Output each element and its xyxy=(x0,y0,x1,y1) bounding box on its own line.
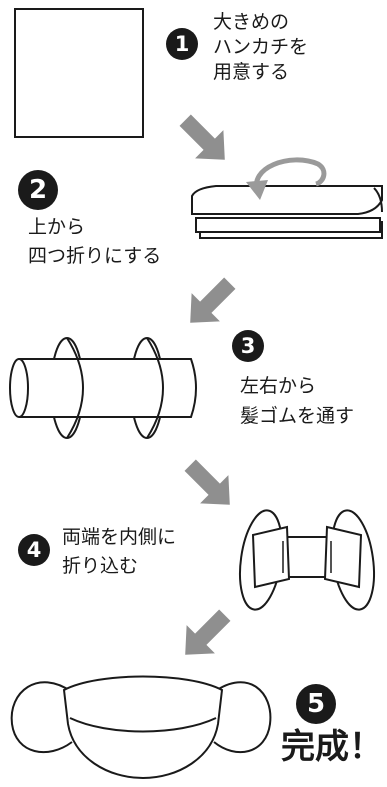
step-2-text: 上から 四つ折りにする xyxy=(28,213,161,271)
arrow-down-left-icon xyxy=(190,277,236,323)
arrow-down-right-icon xyxy=(184,459,230,505)
arrow-down-left-icon xyxy=(185,609,231,655)
step-3-badge: 3 xyxy=(232,330,264,362)
roll-with-hair-ties-illustration xyxy=(9,337,197,439)
step-1-badge: 1 xyxy=(166,28,198,60)
step-4-badge: 4 xyxy=(18,534,50,566)
complete-text: 完成！ xyxy=(281,727,383,767)
folded-handkerchief-illustration xyxy=(191,157,383,239)
finished-mask-illustration xyxy=(10,675,272,780)
step-2-line-2: 四つ折りにする xyxy=(28,245,162,267)
step-4-line-2: 折り込む xyxy=(62,555,139,577)
step-2-line-1: 上から xyxy=(28,216,86,238)
step-5-badge: 5 xyxy=(296,684,336,724)
step-1-line-1: 大きめの xyxy=(213,11,290,33)
step-3-line-2: 髪ゴムを通す xyxy=(240,405,355,427)
ends-folded-in-illustration xyxy=(239,509,375,611)
step-4-line-1: 両端を内側に xyxy=(62,526,177,548)
step-4-text: 両端を内側に 折り込む xyxy=(62,523,176,581)
step-3-line-1: 左右から xyxy=(240,375,317,397)
step-3-text: 左右から 髪ゴムを通す xyxy=(240,371,354,431)
step-1-line-2: ハンカチを xyxy=(213,36,309,58)
arrow-down-right-icon xyxy=(179,114,225,160)
step-2-badge: 2 xyxy=(18,170,58,210)
step-1-text: 大きめの ハンカチを 用意する xyxy=(213,10,308,85)
step-1-line-3: 用意する xyxy=(213,61,290,83)
